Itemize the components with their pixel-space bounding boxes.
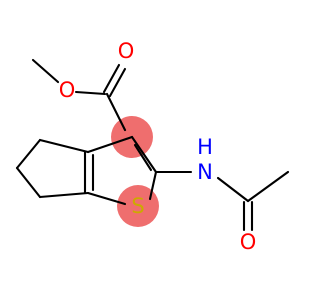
bond-methyl-to-ether-oxygen (31, 58, 60, 84)
bond-c3-to-c3a (86, 135, 134, 154)
atom-label-ester-carbonyl-oxygen: O (118, 39, 135, 63)
bond-nitrogen-to-amide-carbon (216, 176, 250, 203)
atom-label-amide-carbonyl-oxygen: O (240, 230, 257, 254)
bond-c6a-to-sulfur (86, 191, 127, 206)
bond-c4-to-ch2-top (38, 138, 90, 154)
bond-ch2-bottom-to-c6a (38, 191, 90, 199)
atom-label-ester-ether-oxygen: O (59, 78, 76, 102)
bond-amide-carbon-to-methyl (246, 170, 290, 203)
bond-ch2-mid-to-ch2-bottom (15, 166, 42, 199)
bond-c2-to-c3-b (133, 143, 153, 172)
bond-c2-to-c3-a (130, 135, 158, 174)
bond-carbonyl-carbon-to-oxygen-b (108, 67, 127, 98)
atom-label-amide-hydrogen: H (197, 135, 213, 159)
atom-label-amide-nitrogen: N (197, 160, 213, 184)
atom-label-thiophene-sulfur: S (131, 194, 144, 218)
molecule-structure-diagram: O O H N O S (15, 39, 290, 254)
highlight-sulfur (117, 185, 159, 227)
bond-ether-oxygen-to-carbonyl-carbon (74, 90, 107, 96)
bond-ch2-top-to-ch2-mid (15, 138, 42, 170)
bond-carbonyl-carbon-to-oxygen-a (102, 63, 121, 94)
bond-sulfur-to-c2 (148, 170, 158, 201)
bond-carbonyl-carbon-to-c3 (105, 92, 127, 132)
